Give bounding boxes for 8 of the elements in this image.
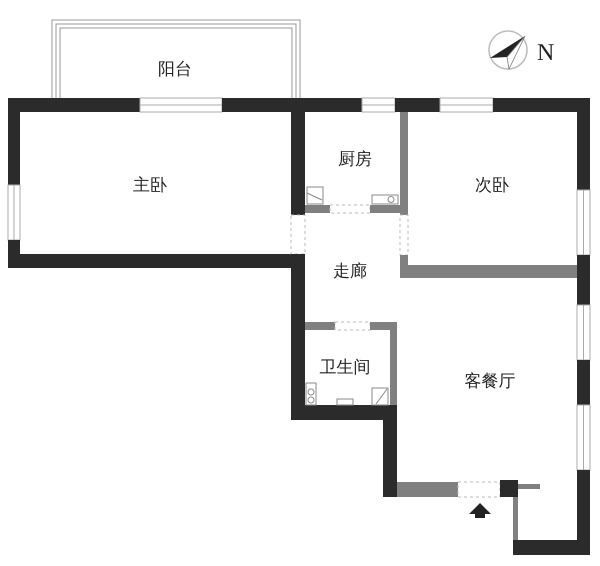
- room-label: 走廊: [333, 264, 367, 280]
- north-label: N: [537, 41, 554, 65]
- room-label: 阳台: [158, 62, 192, 78]
- room-label: 厨房: [338, 152, 372, 168]
- room-label: 次卧: [475, 178, 509, 194]
- room-label: 卫生间: [320, 360, 370, 376]
- room-label: 主卧: [133, 178, 167, 194]
- room-label: 客餐厅: [464, 374, 516, 390]
